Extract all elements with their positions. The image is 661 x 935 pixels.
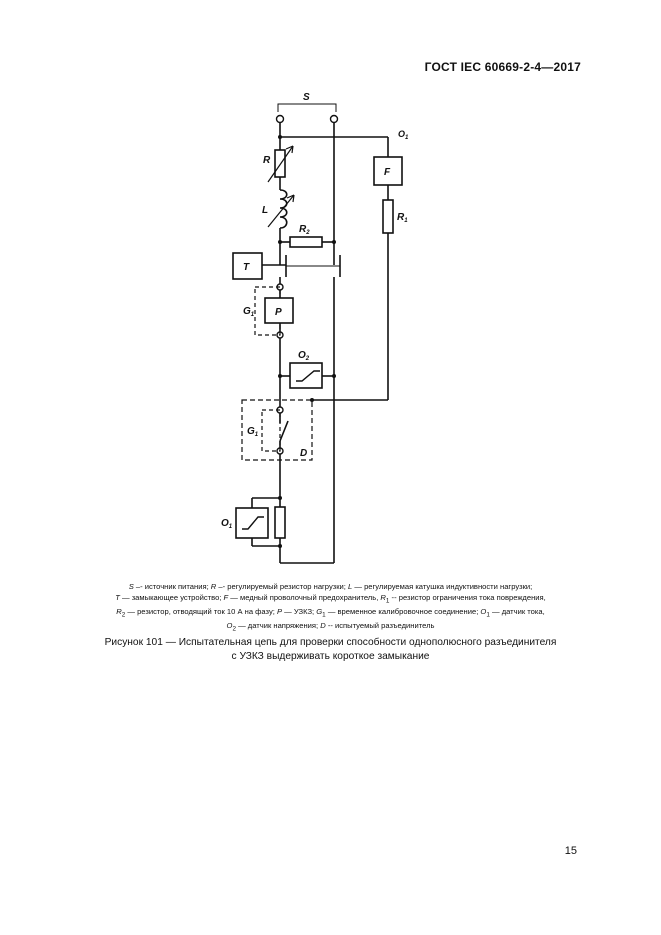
resistor-r2 (289, 236, 323, 248)
voltage-sensor-box (289, 362, 323, 389)
disconnector-enclosure (241, 399, 313, 461)
current-sensor-box (235, 507, 269, 539)
junction-dots (278, 135, 336, 548)
label-s: S (303, 92, 310, 103)
rcd-box (264, 297, 294, 324)
label-r: R (263, 155, 271, 166)
label-o2: O2 (298, 350, 310, 362)
resistor-r (274, 149, 286, 178)
variable-arrow-l (267, 194, 295, 228)
resistor-r1 (382, 199, 394, 234)
label-l: L (262, 205, 268, 216)
circuit-wires (251, 103, 389, 564)
shunt-resistor (274, 506, 286, 539)
figure-caption: Рисунок 101 — Испытательная цепь для про… (40, 636, 621, 663)
legend-line-2: T — замыкающее устройство; F — медный пр… (115, 592, 546, 605)
variable-arrow-r (267, 145, 294, 183)
closing-device-box (232, 252, 263, 280)
legend-line-3: R2 — резистор, отводящий ток 10 А на фаз… (116, 606, 545, 619)
fuse-box (373, 156, 403, 186)
current-sensor-symbol (242, 516, 264, 530)
label-r1: R1 (397, 212, 408, 224)
label-g1-top: G1 (243, 306, 255, 318)
inductor-l (279, 189, 288, 229)
voltage-sensor-symbol (296, 370, 320, 382)
legend-line-4: O2 — датчик напряжения; D -- испытуемый … (226, 620, 435, 633)
label-o1: O1 (398, 129, 409, 141)
calibration-link-bottom (261, 409, 281, 452)
figure-legend: S –- источник питания; R –- регулируемый… (40, 582, 621, 635)
label-r2: R2 (299, 224, 310, 236)
label-o1-bottom: O1 (221, 518, 233, 530)
standard-designation: ГОСТ IEC 60669-2-4—2017 (424, 60, 581, 74)
label-d: D (300, 448, 307, 459)
page-number: 15 (564, 845, 577, 857)
label-f: F (384, 167, 391, 178)
label-g1-bottom: G1 (247, 426, 259, 438)
caption-line-1: Рисунок 101 — Испытательная цепь для про… (104, 637, 557, 648)
caption-line-2: с УЗКЗ выдерживать короткое замыкание (231, 650, 430, 662)
label-t: T (243, 262, 250, 273)
label-p: P (275, 307, 282, 318)
legend-line-1: S –- источник питания; R –- регулируемый… (128, 582, 533, 591)
